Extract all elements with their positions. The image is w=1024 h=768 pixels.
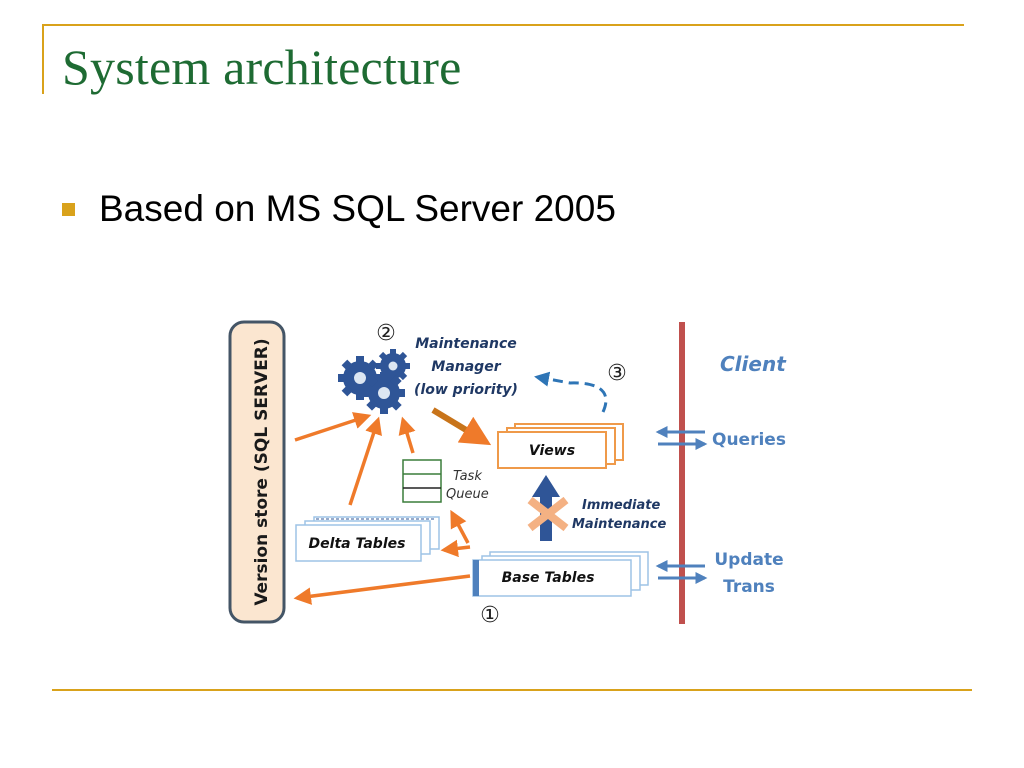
bullet-text: Based on MS SQL Server 2005 [99,188,616,229]
base-tables-label: Base Tables [502,570,595,586]
client-label: Client [720,352,787,376]
base-tables-stack: Base Tables [472,551,649,597]
maintenance-manager-label: Maintenance Manager (low priority) [414,336,518,398]
step-1-marker: ① [480,603,500,628]
update-trans-label: Update Trans [714,550,783,597]
maintenance-manager-line-2: Manager [431,359,501,375]
task-queue-line-1: Task [453,469,482,484]
maintenance-manager-line-1: Maintenance [415,336,517,352]
slide-title: System architecture [62,39,462,95]
update-trans-line-1: Update [714,550,783,570]
step-3-marker: ③ [607,361,627,386]
bullet-item: Based on MS SQL Server 2005 [62,188,616,230]
frame-top-rule [42,24,964,26]
update-trans-double-arrow-icon [655,560,708,584]
frame-left-rule [42,24,44,94]
views-stack: Views [497,423,624,469]
frame-bottom-rule [52,689,972,691]
client-boundary-line [679,322,685,624]
dashed-update-arrow [534,371,608,413]
task-queue-line-2: Queue [446,487,489,502]
update-trans-line-2: Trans [723,577,775,597]
version-store: Version store (SQL SERVER) [228,320,286,624]
task-queue: Task Queue [402,459,489,503]
arrow-base-to-version-store [293,574,471,605]
gears-icon [338,349,410,414]
immediate-maintenance-line-2: Maintenance [572,517,666,532]
immediate-maintenance-line-1: Immediate [582,498,660,513]
delta-tables-label: Delta Tables [309,536,406,552]
version-store-box [228,320,286,624]
delta-tables-stack: Delta Tables [295,516,440,562]
arrow-base-to-delta [440,539,471,558]
arrow-version-store-to-manager [294,412,372,442]
queries-double-arrow-icon [655,426,708,450]
data-flow-arrows [293,412,471,605]
bullet-square-icon [62,202,75,216]
queries-label: Queries [712,430,786,450]
maintenance-manager-line-3: (low priority) [414,382,518,398]
arrow-queue-to-manager [398,416,416,454]
step-2-marker: ② [376,321,396,346]
crossed-out-arrow-icon [527,475,569,541]
arrow-manager-to-views [431,407,492,446]
version-store-label: Version store (SQL SERVER) [252,338,272,605]
views-label: Views [529,443,575,459]
immediate-maintenance-label: Immediate Maintenance [572,498,666,532]
arrow-delta-to-manager [348,416,382,506]
arrow-base-to-queue [450,509,470,544]
